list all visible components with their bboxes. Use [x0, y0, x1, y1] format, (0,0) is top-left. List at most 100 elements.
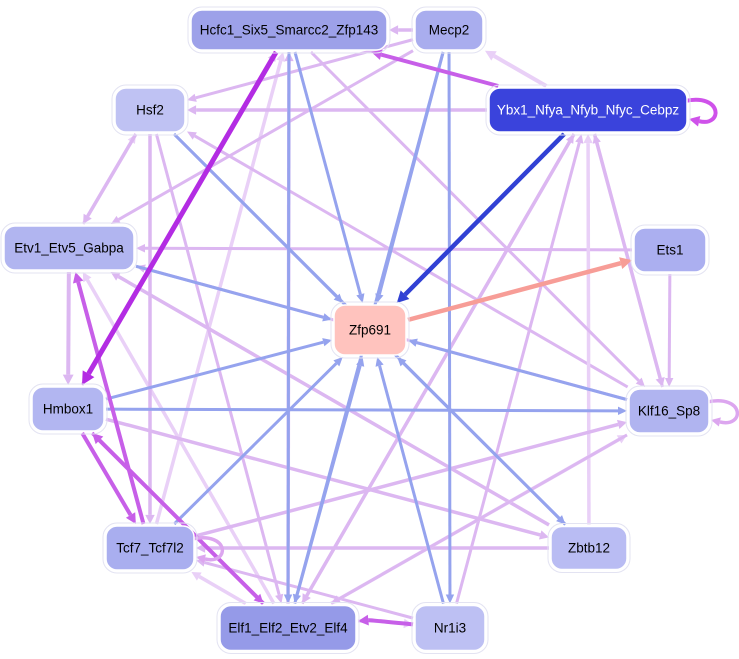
edge-elf1-tcf7: [198, 575, 247, 606]
node-etv1: Etv1_Etv5_Gabpa: [0, 222, 138, 274]
edge-ybx1-mecp2-arrowhead: [485, 50, 497, 61]
edge-elf1-zfp691: [293, 365, 362, 604]
edge-tcf7-etv1-arrowhead: [72, 272, 84, 284]
edge-klf16-elf1: [338, 433, 628, 601]
edge-hcfc1-hmbox1-arrowhead: [81, 370, 95, 385]
node-label-hcfc1: Hcfc1_Six5_Smarcc2_Zfp143: [200, 23, 379, 38]
edge-mecp2-nr1i3-arrowhead: [445, 594, 455, 604]
edge-tcf7-zfp691: [173, 362, 338, 526]
edge-ybx1-zfp691-arrowhead: [396, 290, 410, 303]
node-mecp2: Mecp2: [411, 6, 487, 54]
edge-mecp2-etv1: [117, 49, 414, 221]
node-label-hsf2: Hsf2: [136, 103, 164, 118]
edge-zbtb12-ybx1-arrowhead: [583, 134, 593, 144]
node-outline: [625, 385, 713, 437]
node-label-tcf7: Tcf7_Tcf7l2: [116, 541, 184, 556]
edge-nr1i3-zfp691: [378, 365, 445, 604]
node-nr1i3: Nr1i3: [411, 602, 489, 654]
edge-hmbox1-tcf7: [80, 431, 133, 517]
node-hsf2: Hsf2: [111, 84, 189, 136]
edge-hmbox1-zfp691-arrowhead: [322, 338, 332, 347]
edge-hsf2-zfp691: [172, 132, 338, 298]
edge-hmbox1-tcf7-arrowhead: [125, 512, 136, 524]
edge-nr1i3-elf1: [368, 618, 414, 627]
edge-klf16-klf16-arrowhead: [711, 417, 721, 427]
edge-ets1-etv1-arrowhead: [136, 244, 146, 253]
node-label-etv1: Etv1_Etv5_Gabpa: [14, 241, 124, 256]
edge-ybx1-zfp691: [403, 132, 566, 297]
edge-nr1i3-ybx1: [455, 142, 581, 604]
edge-nr1i3-elf1-arrowhead: [358, 614, 369, 626]
edge-etv1-zfp691: [135, 264, 324, 319]
node-box-elf1: [219, 604, 357, 652]
edge-zbtb12-ybx1: [586, 143, 591, 525]
edge-mecp2-zfp691-arrowhead: [375, 293, 384, 303]
node-klf16: Klf16_Sp8: [625, 385, 713, 437]
edge-nr1i3-zfp691-arrowhead: [375, 357, 384, 367]
edge-zbtb12-etv1-arrowhead: [110, 272, 121, 281]
edge-mecp2-nr1i3: [447, 51, 452, 595]
node-zfp691: Zfp691: [330, 301, 410, 359]
node-outline: [485, 84, 691, 136]
edge-ybx1-elf1: [305, 133, 576, 597]
node-box-hsf2: [114, 87, 186, 133]
edge-zbtb12-etv1: [117, 275, 550, 527]
node-label-elf1: Elf1_Elf2_Etv2_Elf4: [228, 621, 348, 636]
edge-zbtb12-zfp691: [402, 362, 567, 526]
edge-klf16-elf1-arrowhead: [331, 595, 341, 604]
node-outline: [187, 6, 391, 54]
edge-hcfc1-zfp691-arrowhead: [356, 293, 365, 303]
edge-ybx1-klf16-arrowhead: [655, 376, 665, 387]
edge-mecp2-zfp691: [377, 51, 445, 295]
node-box-nr1i3: [414, 604, 486, 652]
node-label-hmbox1: Hmbox1: [43, 402, 93, 417]
edge-hsf2-elf1-arrowhead: [275, 593, 284, 604]
node-label-ybx1: Ybx1_Nfya_Nfyb_Nfyc_Cebpz: [497, 103, 680, 118]
edge-etv1-hmbox1: [66, 271, 71, 375]
edge-hcfc1-elf1: [286, 51, 291, 595]
edge-hmbox1-elf1-arrowhead: [253, 593, 264, 604]
edge-elf1-tcf7-arrowhead: [191, 572, 202, 581]
node-box-etv1: [3, 225, 135, 271]
node-outline: [28, 383, 108, 435]
edge-tcf7-etv1: [76, 281, 146, 525]
node-hmbox1: Hmbox1: [28, 383, 108, 435]
edge-tcf7-klf16-arrowhead: [616, 419, 627, 429]
edge-mecp2-hcfc1-arrowhead: [389, 25, 399, 35]
edge-etv1-hmbox1-arrowhead: [62, 374, 74, 385]
edge-hsf2-etv1-arrowhead: [83, 213, 92, 224]
node-outline: [0, 222, 138, 274]
edge-hcfc1-klf16: [309, 50, 640, 382]
edge-ybx1-hcfc1: [380, 52, 499, 88]
edge-ybx1-hsf2-arrowhead: [187, 105, 197, 115]
edge-ets1-klf16: [667, 273, 672, 379]
edge-hcfc1-klf16-arrowhead: [635, 377, 646, 387]
edge-hmbox1-zbtb12: [105, 417, 541, 537]
node-box-ybx1: [488, 87, 688, 133]
edge-hmbox1-klf16: [105, 407, 619, 413]
node-label-zfp691: Zfp691: [349, 323, 391, 338]
node-box-tcf7: [105, 525, 195, 571]
node-zbtb12: Zbtb12: [547, 523, 631, 573]
edge-klf16-zfp691: [416, 341, 628, 402]
node-outline: [411, 602, 489, 654]
node-elf1: Elf1_Elf2_Etv2_Elf4: [216, 602, 360, 654]
edge-nr1i3-ybx1-arrowhead: [575, 134, 584, 144]
node-outline: [630, 224, 710, 276]
node-label-zbtb12: Zbtb12: [568, 541, 610, 556]
edge-ybx1-klf16: [592, 133, 662, 379]
node-box-hmbox1: [31, 386, 105, 432]
node-label-klf16: Klf16_Sp8: [638, 404, 700, 419]
node-box-ets1: [633, 227, 707, 273]
edge-elf1-etv1-arrowhead: [82, 272, 92, 283]
edge-zfp691-ets1: [407, 260, 622, 323]
edge-ybx1-ybx1: [684, 97, 718, 124]
node-label-nr1i3: Nr1i3: [434, 621, 466, 636]
edge-hmbox1-zbtb12-arrowhead: [538, 530, 549, 540]
edge-hmbox1-zfp691: [105, 340, 324, 401]
edge-ybx1-elf1-arrowhead: [302, 593, 311, 604]
edge-tcf7-tcf7: [191, 536, 224, 562]
node-outline: [216, 602, 360, 654]
edge-tcf7-tcf7-arrowhead: [196, 554, 206, 564]
